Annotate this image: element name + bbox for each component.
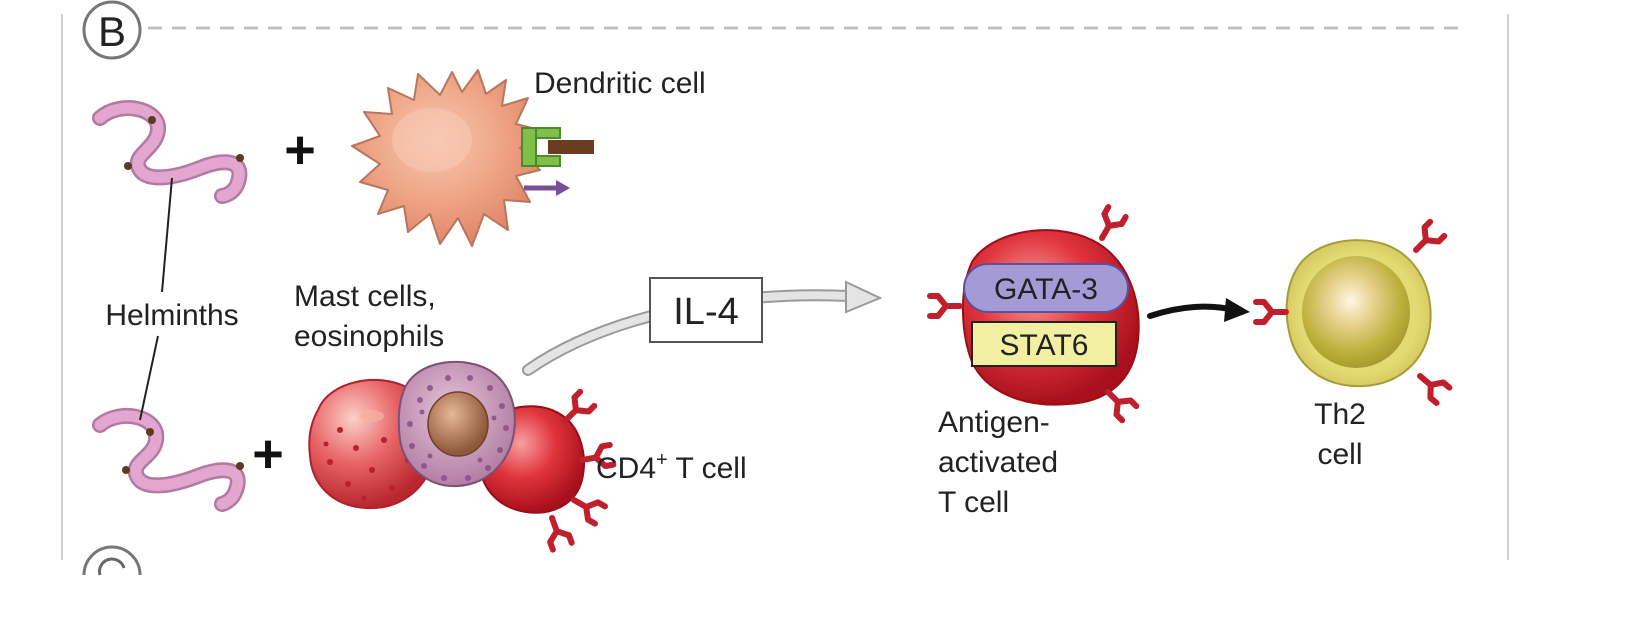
differentiation-arrow [1147,298,1250,322]
mast-cells-label-line1: Mast cells, [294,280,436,313]
dendritic-cell-label: Dendritic cell [534,67,706,100]
cd4-t-cell-label: CD4+ T cell [596,449,747,485]
plus-sign-bottom: + [252,424,284,484]
signal-arrow-icon [524,180,570,196]
th2-label-line1: Th2 [1314,398,1366,431]
stat6-badge: STAT6 [971,321,1117,367]
th2-label-line2: cell [1317,438,1362,471]
il4-box: IL-4 [649,277,763,343]
antigen-activated-label-line2: activated [938,446,1058,479]
gata3-badge: GATA-3 [963,263,1129,313]
helminth-bottom-icon [92,408,246,512]
helminth-connector-top [161,177,173,293]
antigen-activated-t-cell-icon [930,207,1140,420]
helminths-label: Helminths [105,299,238,332]
plus-sign-top: + [284,120,316,180]
antigen-activated-label-line3: T cell [938,486,1009,519]
panel-letter-badge: B [82,0,142,60]
dendritic-cell-icon [351,69,541,247]
helminth-top-icon [92,100,248,204]
panel-letter: B [98,8,126,55]
mast-cells-label-line2: eosinophils [294,320,444,353]
gata3-label: GATA-3 [994,273,1098,306]
pattern-recognition-receptor-icon [521,127,594,167]
helminth-connector-bottom [139,335,159,421]
stat6-label: STAT6 [1000,329,1089,362]
il4-label: IL-4 [673,291,738,333]
antigen-activated-label-line1: Antigen- [938,406,1050,439]
th2-cell-icon [1256,222,1449,403]
eosinophil-icon [397,360,516,488]
next-panel-letter-fragment [82,545,142,576]
